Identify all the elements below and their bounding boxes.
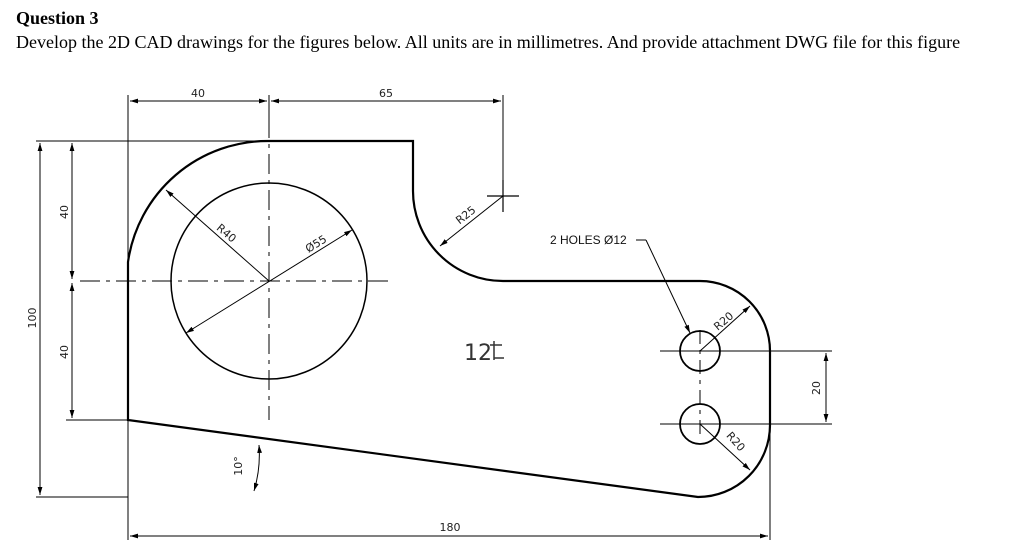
small-hole-top [679, 330, 721, 372]
dim-angle-10: 10° [232, 456, 245, 476]
left-dimensions [36, 140, 269, 498]
dim-40-lower: 40 [58, 345, 71, 359]
dim-r20-bottom: R20 [724, 429, 748, 454]
dim-40-top: 40 [191, 87, 205, 100]
plate-symbol [490, 341, 504, 360]
dim-40-upper: 40 [58, 205, 71, 219]
small-hole-bottom [679, 403, 721, 445]
dim-100-left: 100 [26, 308, 39, 329]
part-outline [126, 139, 772, 499]
bottom-dimension [130, 425, 771, 540]
thickness-label: 12 [464, 341, 492, 366]
dim-65-top: 65 [379, 87, 393, 100]
dim-r20-top: R20 [711, 309, 736, 333]
top-dimensions [127, 95, 504, 258]
leader-lines [165, 189, 751, 471]
question-title: Question 3 [16, 8, 99, 28]
dim-180: 180 [440, 521, 461, 534]
dim-20-right: 20 [810, 381, 823, 395]
dim-r25: R25 [453, 203, 478, 227]
center-lines [80, 118, 740, 440]
dim-r40: R40 [214, 221, 239, 245]
right-dimension [740, 350, 832, 425]
angle-dimension [127, 420, 262, 540]
holes-note: 2 HOLES Ø12 [550, 233, 627, 247]
question-instruction: Develop the 2D CAD drawings for the figu… [16, 32, 961, 52]
large-hole [170, 182, 368, 380]
